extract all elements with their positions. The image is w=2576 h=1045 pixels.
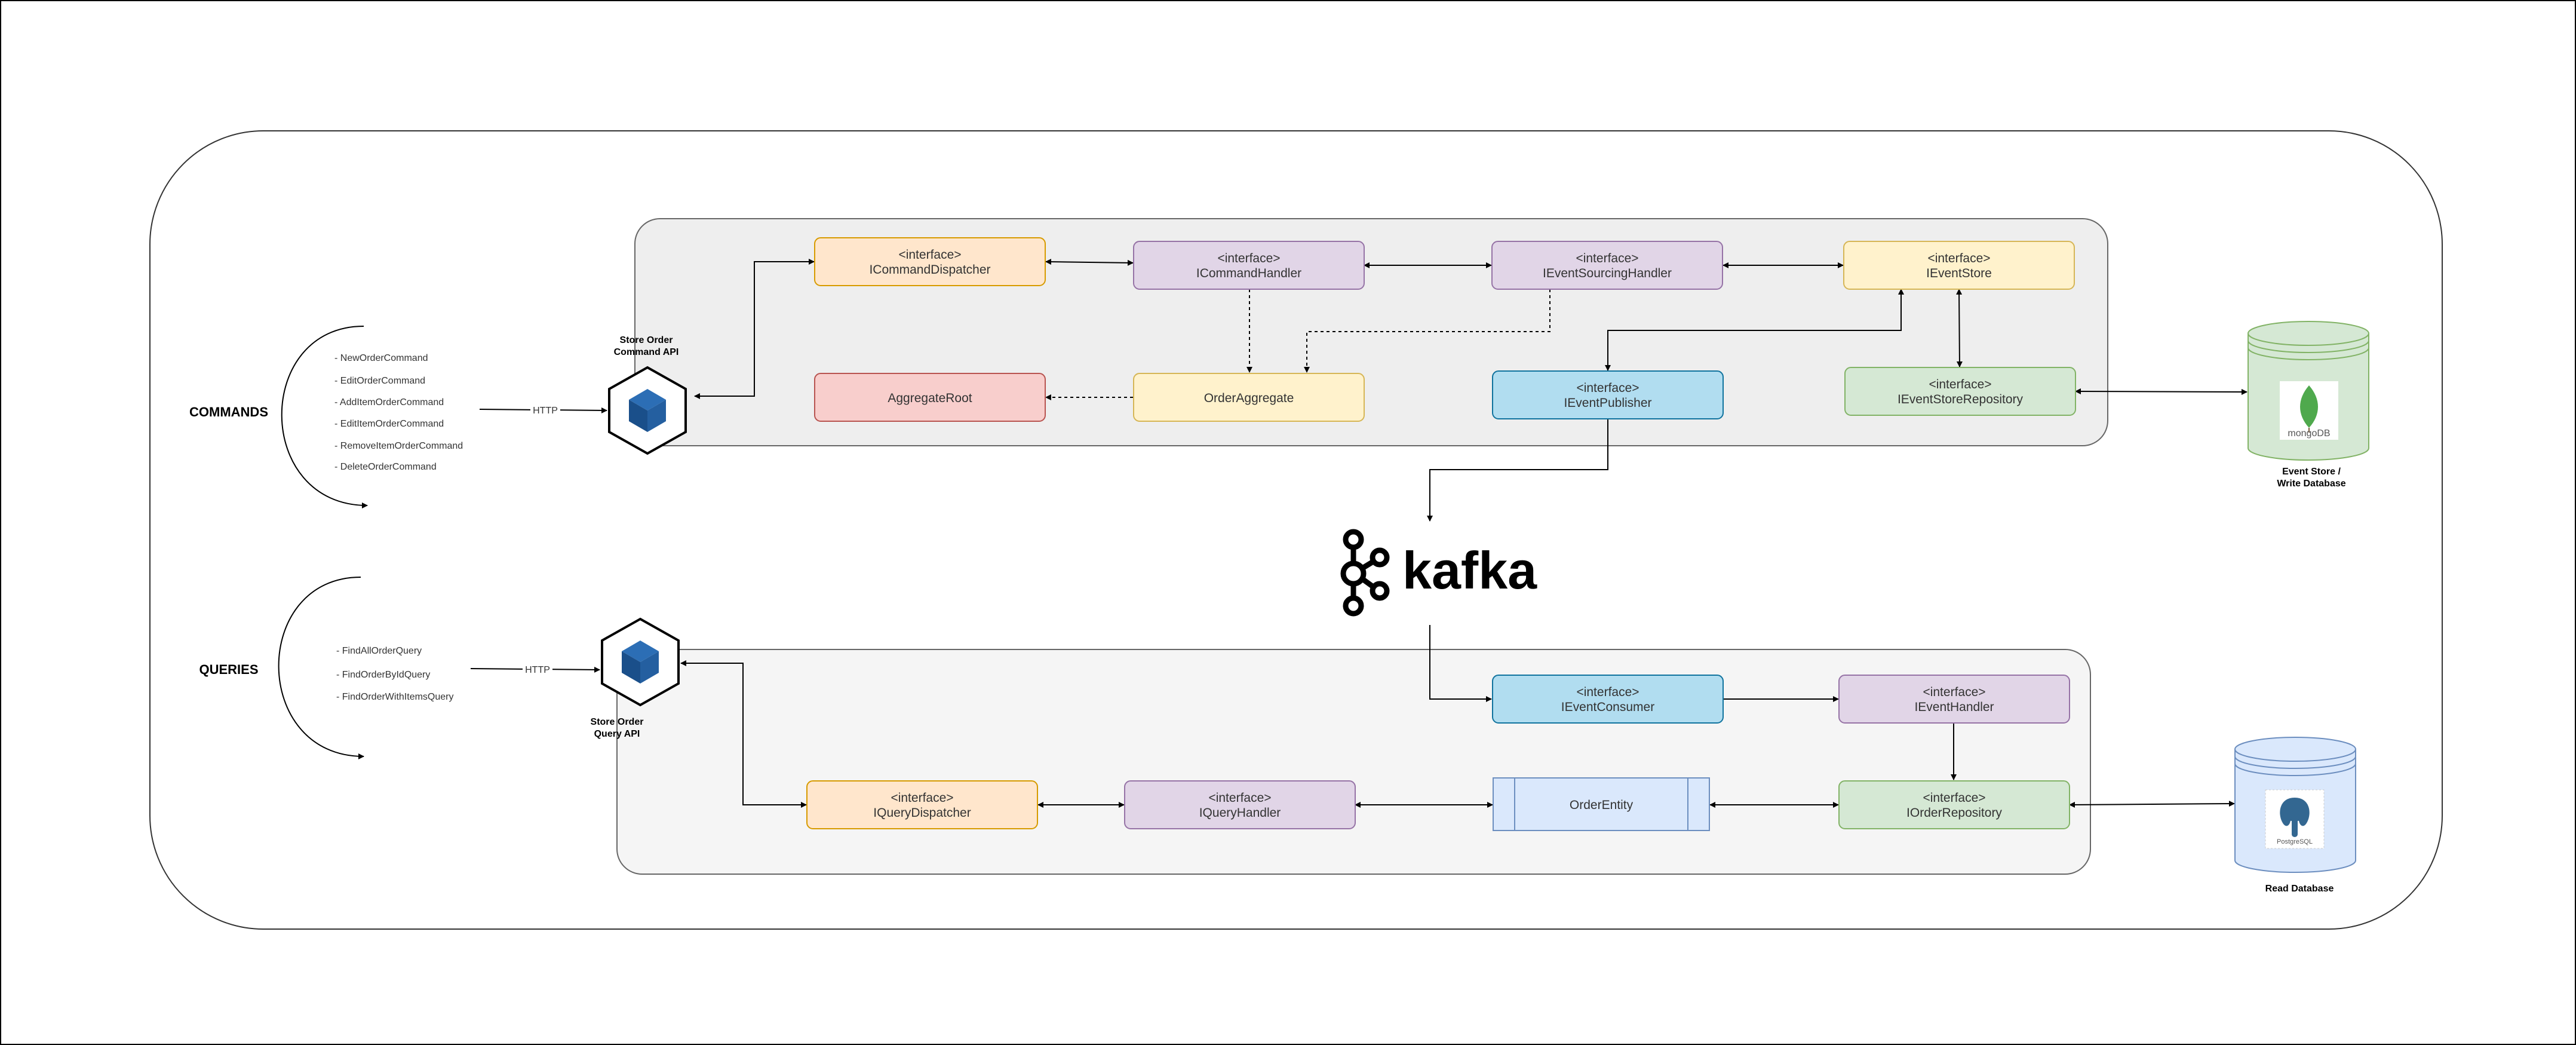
commands-http-label: HTTP [533, 406, 558, 416]
node-title: AggregateRoot [888, 391, 972, 405]
node-title: IQueryDispatcher [873, 806, 971, 820]
mongodb-label: Write Database [2277, 479, 2345, 489]
node-orderentity: OrderEntity [1493, 777, 1710, 831]
postgresql-label: Read Database [2265, 884, 2334, 894]
mongodb-logo-text: mongoDB [2288, 428, 2330, 439]
node-ieventstorerepository: <interface> IEventStoreRepository [1844, 367, 2076, 416]
query-item: - FindOrderByIdQuery [336, 670, 430, 680]
node-ieventhandler: <interface> IEventHandler [1838, 675, 2070, 724]
node-stereotype: <interface> [1208, 791, 1271, 805]
node-stereotype: <interface> [1923, 685, 1985, 699]
node-stereotype: <interface> [1929, 378, 1991, 391]
edge-kafka-consumer [1429, 625, 1492, 702]
node-stereotype: <interface> [1927, 252, 1990, 265]
command-api-label: Store Order [620, 335, 673, 345]
node-ieventconsumer: <interface> IEventConsumer [1492, 675, 1724, 724]
node-stereotype: <interface> [1576, 381, 1639, 395]
node-stereotype: <interface> [1576, 252, 1638, 265]
node-title: OrderEntity [1570, 798, 1634, 812]
node-title: IEventStore [1926, 266, 1992, 280]
node-title: IEventSourcingHandler [1543, 266, 1672, 280]
node-iqueryhandler: <interface> IQueryHandler [1124, 780, 1356, 829]
edge-repository-postgres [2069, 801, 2235, 808]
connectors [278, 259, 2248, 808]
commands-title: COMMANDS [189, 404, 268, 419]
command-api-cube-icon [608, 366, 687, 455]
queries-list: - FindAllOrderQuery - FindOrderByIdQuery… [336, 646, 453, 702]
node-title: IEventPublisher [1564, 396, 1651, 410]
node-title: IOrderRepository [1906, 806, 2002, 820]
edge-dispatcher-handler [1045, 259, 1134, 266]
command-item: - RemoveItemOrderCommand [334, 441, 463, 451]
node-title: IEventConsumer [1561, 700, 1654, 714]
query-api-label: Query API [594, 729, 640, 739]
node-iquerydispatcher: <interface> IQueryDispatcher [806, 780, 1038, 829]
edge-repository-mongodb [2075, 388, 2248, 395]
node-title: ICommandHandler [1196, 266, 1301, 280]
node-ieventsourcinghandler: <interface> IEventSourcingHandler [1491, 241, 1723, 290]
node-orderaggregate: OrderAggregate [1133, 373, 1365, 422]
query-item: - FindAllOrderQuery [336, 646, 422, 656]
node-stereotype: <interface> [898, 248, 961, 262]
node-title: OrderAggregate [1204, 391, 1294, 405]
kafka-logo-icon [1340, 529, 1390, 617]
command-item: - AddItemOrderCommand [334, 397, 444, 407]
command-api-label: Command API [614, 347, 679, 357]
node-title: IQueryHandler [1199, 806, 1281, 820]
commands-list: - NewOrderCommand - EditOrderCommand - A… [334, 353, 463, 472]
node-title: ICommandDispatcher [869, 263, 990, 277]
system-boundary [149, 130, 2443, 930]
query-api-cube-icon [601, 617, 680, 707]
mongodb-database-icon [2248, 321, 2369, 461]
node-iorderrepository: <interface> IOrderRepository [1838, 780, 2070, 829]
command-item: - EditItemOrderCommand [334, 419, 444, 429]
mongodb-label: Event Store / [2282, 467, 2341, 477]
edge-sourcing-aggregate [1304, 289, 1550, 373]
edge-store-publisher [1605, 289, 1904, 371]
node-icommanddispatcher: <interface> ICommandDispatcher [814, 237, 1046, 286]
node-stereotype: <interface> [891, 791, 953, 805]
edge-store-repository [1956, 289, 1963, 367]
commands-http-bg [530, 404, 560, 416]
queries-http-label: HTTP [525, 665, 550, 675]
node-stereotype: <interface> [1217, 252, 1280, 265]
command-item: - NewOrderCommand [334, 353, 428, 363]
commands-brace [281, 326, 368, 508]
postgresql-logo-text: PostgreSQL [2277, 838, 2313, 845]
node-stereotype: <interface> [1576, 685, 1639, 699]
command-item: - EditOrderCommand [334, 376, 425, 386]
node-ieventpublisher: <interface> IEventPublisher [1492, 370, 1724, 419]
queries-brace [278, 577, 364, 759]
node-icommandhandler: <interface> ICommandHandler [1133, 241, 1365, 290]
postgresql-database-icon [2234, 737, 2356, 873]
queries-http-bg [523, 663, 552, 675]
edge-publisher-kafka [1427, 418, 1608, 522]
node-title: IEventStoreRepository [1898, 393, 2024, 406]
edge-command-api-dispatcher [694, 259, 815, 399]
command-item: - DeleteOrderCommand [334, 462, 437, 472]
edge-query-api-dispatcher [680, 660, 807, 808]
query-api-label: Store Order [591, 717, 644, 727]
query-item: - FindOrderWithItemsQuery [336, 692, 453, 702]
node-title: IEventHandler [1914, 700, 1994, 714]
node-aggregateroot: AggregateRoot [814, 373, 1046, 422]
node-stereotype: <interface> [1923, 791, 1985, 805]
queries-title: QUERIES [199, 662, 258, 677]
node-ieventstore: <interface> IEventStore [1843, 241, 2075, 290]
kafka-label: kafka [1402, 541, 1537, 600]
